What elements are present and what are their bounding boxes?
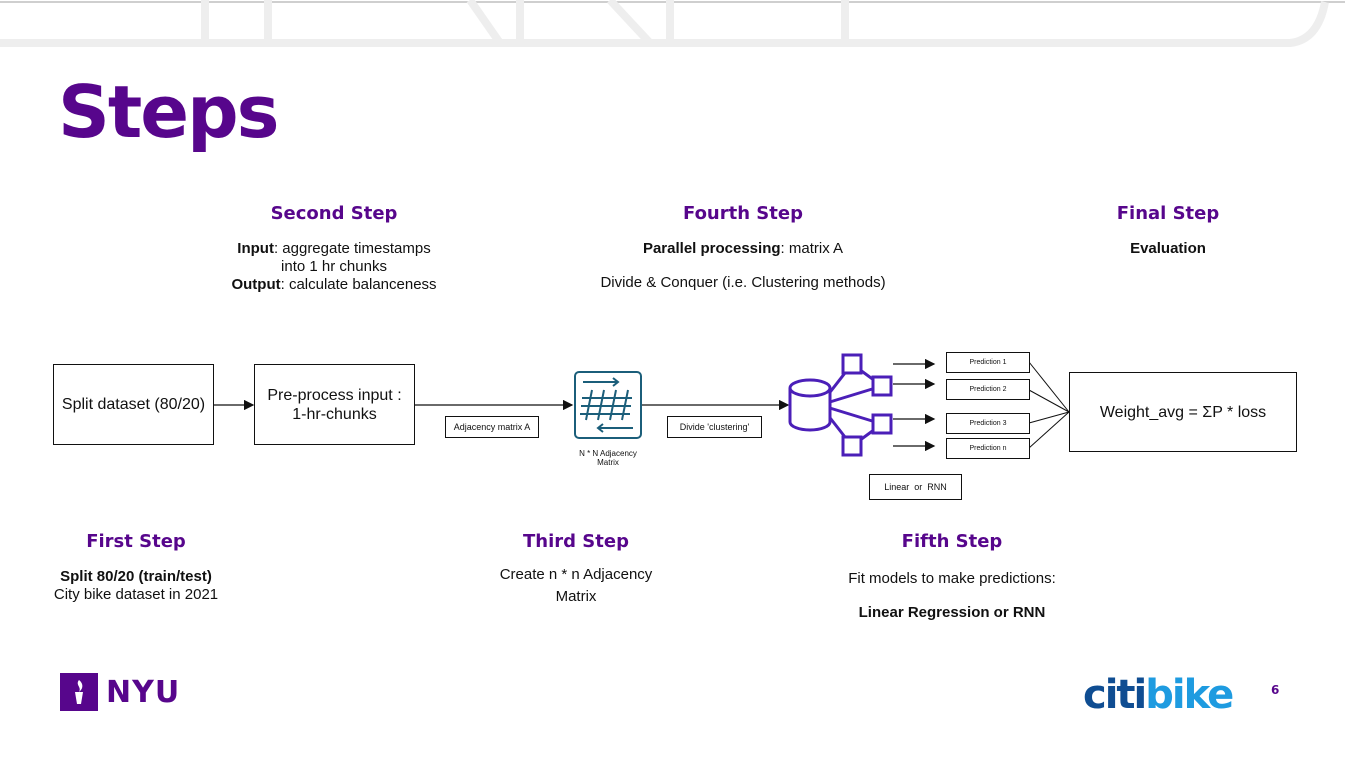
- fifth-step-models: Linear Regression or RNN: [858, 604, 1046, 621]
- torch-icon: [60, 673, 98, 711]
- divide-clustering-box: Divide 'clustering': [667, 416, 762, 438]
- parallel-label: Parallel processing: [642, 240, 781, 257]
- first-step-line2: City bike dataset in 2021: [53, 586, 219, 603]
- first-step-heading: First Step: [86, 531, 186, 552]
- second-step-heading: Second Step: [270, 203, 398, 224]
- prediction-3-box: Prediction 3: [946, 413, 1030, 434]
- page-number: 6: [1271, 683, 1280, 697]
- fifth-step-block: Fifth Step Fit models to make prediction…: [822, 533, 1082, 622]
- citibike-logo: citibike: [1083, 672, 1234, 718]
- fifth-step-heading: Fifth Step: [901, 531, 1003, 552]
- preprocess-line1: Pre-process input :: [267, 386, 402, 404]
- matrix-caption: N * N Adjacency Matrix: [560, 449, 656, 467]
- matrix-icon: [574, 371, 642, 439]
- first-step-line1: Split 80/20 (train/test): [60, 568, 212, 585]
- output-label: Output: [231, 276, 281, 293]
- third-step-block: Third Step Create n * n Adjacency Matrix: [486, 533, 666, 608]
- nyu-wordmark: NYU: [106, 674, 181, 710]
- fourth-step-heading: Fourth Step: [683, 203, 803, 224]
- third-step-text: Create n * n Adjacency Matrix: [499, 566, 653, 605]
- fifth-step-text: Fit models to make predictions:: [848, 570, 1056, 587]
- split-dataset-box: Split dataset (80/20): [53, 364, 214, 445]
- adjacency-label-box: Adjacency matrix A: [445, 416, 539, 438]
- network-database-icon: [788, 353, 893, 457]
- citi-wordmark: citi: [1083, 672, 1147, 718]
- fourth-step-line2: Divide & Conquer (i.e. Clustering method…: [600, 274, 886, 291]
- third-step-heading: Third Step: [523, 531, 629, 552]
- second-step-block: Second Step Input: aggregate timestamps …: [226, 205, 442, 294]
- second-step-input: Input: aggregate timestamps into 1 hr ch…: [226, 240, 442, 276]
- input-text: : aggregate timestamps into 1 hr chunks: [273, 240, 431, 275]
- prediction-1-box: Prediction 1: [946, 352, 1030, 373]
- output-text: : calculate balanceness: [280, 276, 437, 293]
- model-type-box: Linear or RNN: [869, 474, 962, 500]
- final-step-evaluation: Evaluation: [1130, 240, 1206, 257]
- fourth-step-block: Fourth Step Parallel processing: matrix …: [562, 205, 924, 292]
- weight-avg-box: Weight_avg = ΣP * loss: [1069, 372, 1297, 452]
- prediction-n-box: Prediction n: [946, 438, 1030, 459]
- parallel-text: : matrix A: [780, 240, 844, 257]
- matrix-caption-line2: Matrix: [597, 458, 619, 467]
- header-decoration: [0, 0, 1345, 47]
- page-title: Steps: [58, 70, 279, 154]
- first-step-block: First Step Split 80/20 (train/test) City…: [30, 533, 242, 604]
- matrix-caption-line1: N * N Adjacency: [579, 449, 637, 458]
- nyu-logo: NYU: [60, 673, 180, 711]
- preprocess-box: Pre-process input : 1-hr-chunks: [254, 364, 415, 445]
- preprocess-line2: 1-hr-chunks: [292, 405, 377, 423]
- final-step-heading: Final Step: [1116, 203, 1220, 224]
- bike-wordmark: bike: [1145, 672, 1234, 718]
- fourth-step-line1: Parallel processing: matrix A: [562, 240, 924, 258]
- input-label: Input: [237, 240, 274, 257]
- prediction-2-box: Prediction 2: [946, 379, 1030, 400]
- second-step-output: Output: calculate balanceness: [226, 276, 442, 294]
- final-step-block: Final Step Evaluation: [1088, 205, 1248, 258]
